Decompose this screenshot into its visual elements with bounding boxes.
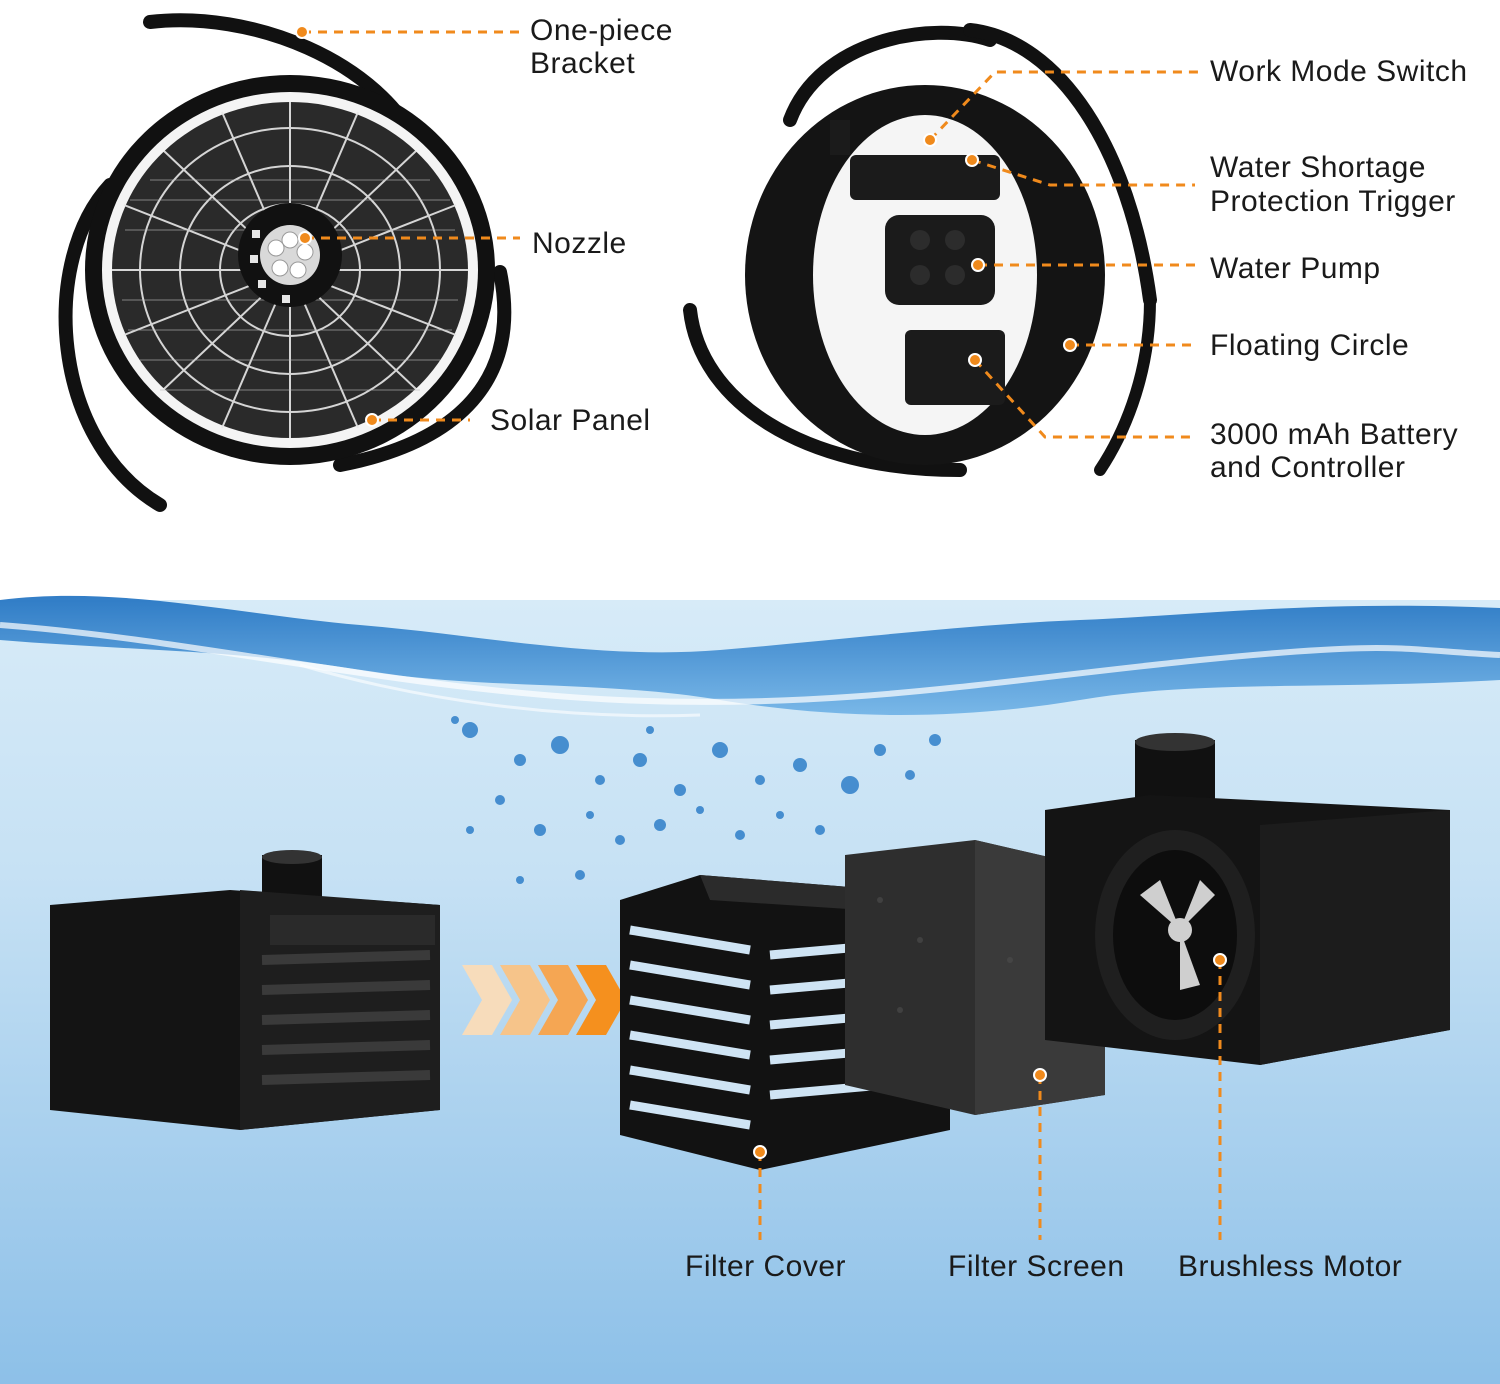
label-bracket-line2: Bracket (530, 47, 636, 80)
solar-panel-illustration (58, 13, 512, 512)
label-filter-screen: Filter Screen (948, 1250, 1125, 1283)
label-water-shortage-line2: Protection Trigger (1210, 185, 1456, 218)
brushless-motor-illustration (1045, 733, 1450, 1065)
label-brushless-motor: Brushless Motor (1178, 1250, 1403, 1283)
label-bracket-line1: One-piece (530, 14, 673, 47)
label-battery-line2: and Controller (1210, 451, 1406, 484)
label-water-pump: Water Pump (1210, 252, 1381, 285)
label-water-shortage-line1: Water Shortage (1210, 151, 1426, 184)
fountain-back-illustration (683, 23, 1157, 477)
transition-arrows (462, 965, 626, 1035)
callout-lines (302, 30, 1222, 1240)
label-floating-circle: Floating Circle (1210, 329, 1410, 362)
label-solar-panel: Solar Panel (490, 404, 651, 437)
callout-dots (295, 25, 1227, 1159)
label-battery-line1: 3000 mAh Battery (1210, 418, 1459, 451)
pump-assembled-illustration (50, 850, 440, 1130)
label-nozzle: Nozzle (532, 227, 627, 260)
label-work-mode-switch: Work Mode Switch (1210, 55, 1468, 88)
label-filter-cover: Filter Cover (685, 1250, 847, 1283)
